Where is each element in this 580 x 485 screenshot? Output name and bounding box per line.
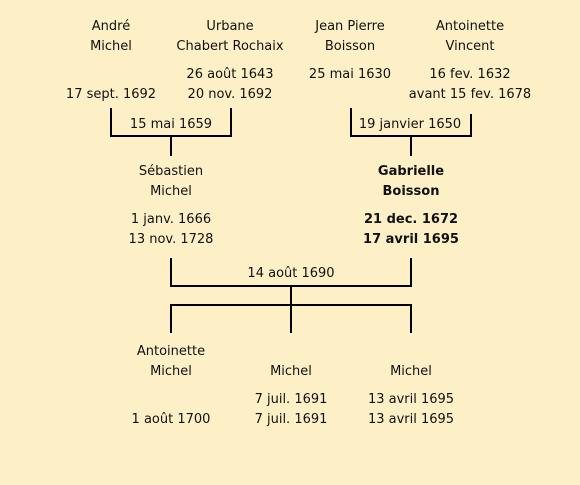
given-name: Gabrielle xyxy=(377,164,445,179)
birth-date: 16 fev. 1632 xyxy=(429,67,511,82)
death-date: 7 juil. 1691 xyxy=(254,412,328,427)
death-date xyxy=(280,85,420,105)
person-andre-michel: André Michel 17 sept. 1692 xyxy=(41,17,181,105)
person-michel-1691: Michel 7 juil. 1691 7 juil. 1691 xyxy=(221,362,361,430)
surname: Michel xyxy=(90,39,132,54)
surname: Boisson xyxy=(382,184,440,199)
surname: Michel xyxy=(150,364,192,379)
life-dates: 25 mai 1630 xyxy=(280,65,420,105)
surname: Boisson xyxy=(324,39,376,54)
death-date: 13 nov. 1728 xyxy=(128,232,214,247)
person-antoinette-vincent: Antoinette Vincent 16 fev. 1632 avant 15… xyxy=(400,17,540,105)
given-name: André xyxy=(91,19,131,34)
life-dates: 1 août 1700 xyxy=(101,390,241,430)
person-sebastien-michel: Sébastien Michel 1 janv. 1666 13 nov. 17… xyxy=(101,162,241,250)
birth-date xyxy=(101,390,241,410)
birth-date: 25 mai 1630 xyxy=(308,67,392,82)
life-dates: 21 dec. 1672 17 avril 1695 xyxy=(341,210,481,250)
person-gabrielle-boisson: Gabrielle Boisson 21 dec. 1672 17 avril … xyxy=(341,162,481,250)
marriage-date-boisson-grandparents: 19 janvier 1650 xyxy=(358,117,462,132)
given-name: Antoinette xyxy=(435,19,505,34)
birth-date: 1 janv. 1666 xyxy=(130,212,212,227)
death-date: 13 avril 1695 xyxy=(367,412,455,427)
surname: Michel xyxy=(390,364,432,379)
surname: Michel xyxy=(150,184,192,199)
person-michel-1695: Michel 13 avril 1695 13 avril 1695 xyxy=(341,362,481,430)
surname: Chabert Rochaix xyxy=(176,39,284,54)
surname: Michel xyxy=(270,364,312,379)
given-name: Antoinette xyxy=(136,344,206,359)
death-date: avant 15 fev. 1678 xyxy=(408,87,532,102)
birth-date: 26 août 1643 xyxy=(186,67,274,82)
death-date: 17 sept. 1692 xyxy=(65,87,157,102)
person-antoinette-michel: Antoinette Michel 1 août 1700 xyxy=(101,342,241,430)
person-jean-pierre-boisson: Jean Pierre Boisson 25 mai 1630 xyxy=(280,17,420,105)
birth-date: 21 dec. 1672 xyxy=(363,212,459,227)
surname: Vincent xyxy=(445,39,495,54)
life-dates: 17 sept. 1692 xyxy=(41,65,181,105)
death-date: 1 août 1700 xyxy=(131,412,211,427)
given-name: Sébastien xyxy=(138,164,204,179)
birth-date: 13 avril 1695 xyxy=(367,392,455,407)
given-name: Jean Pierre xyxy=(315,19,385,34)
death-date: 17 avril 1695 xyxy=(363,232,459,247)
life-dates: 26 août 1643 20 nov. 1692 xyxy=(160,65,300,105)
life-dates: 16 fev. 1632 avant 15 fev. 1678 xyxy=(400,65,540,105)
marriage-date-parents: 14 août 1690 xyxy=(247,266,335,281)
marriage-date-michel-grandparents: 15 mai 1659 xyxy=(129,117,213,132)
birth-date: 7 juil. 1691 xyxy=(254,392,328,407)
life-dates: 1 janv. 1666 13 nov. 1728 xyxy=(101,210,241,250)
life-dates: 7 juil. 1691 7 juil. 1691 xyxy=(221,390,361,430)
given-name: Urbane xyxy=(206,19,254,34)
person-urbane-chabert-rochaix: Urbane Chabert Rochaix 26 août 1643 20 n… xyxy=(160,17,300,105)
life-dates: 13 avril 1695 13 avril 1695 xyxy=(341,390,481,430)
death-date: 20 nov. 1692 xyxy=(187,87,273,102)
